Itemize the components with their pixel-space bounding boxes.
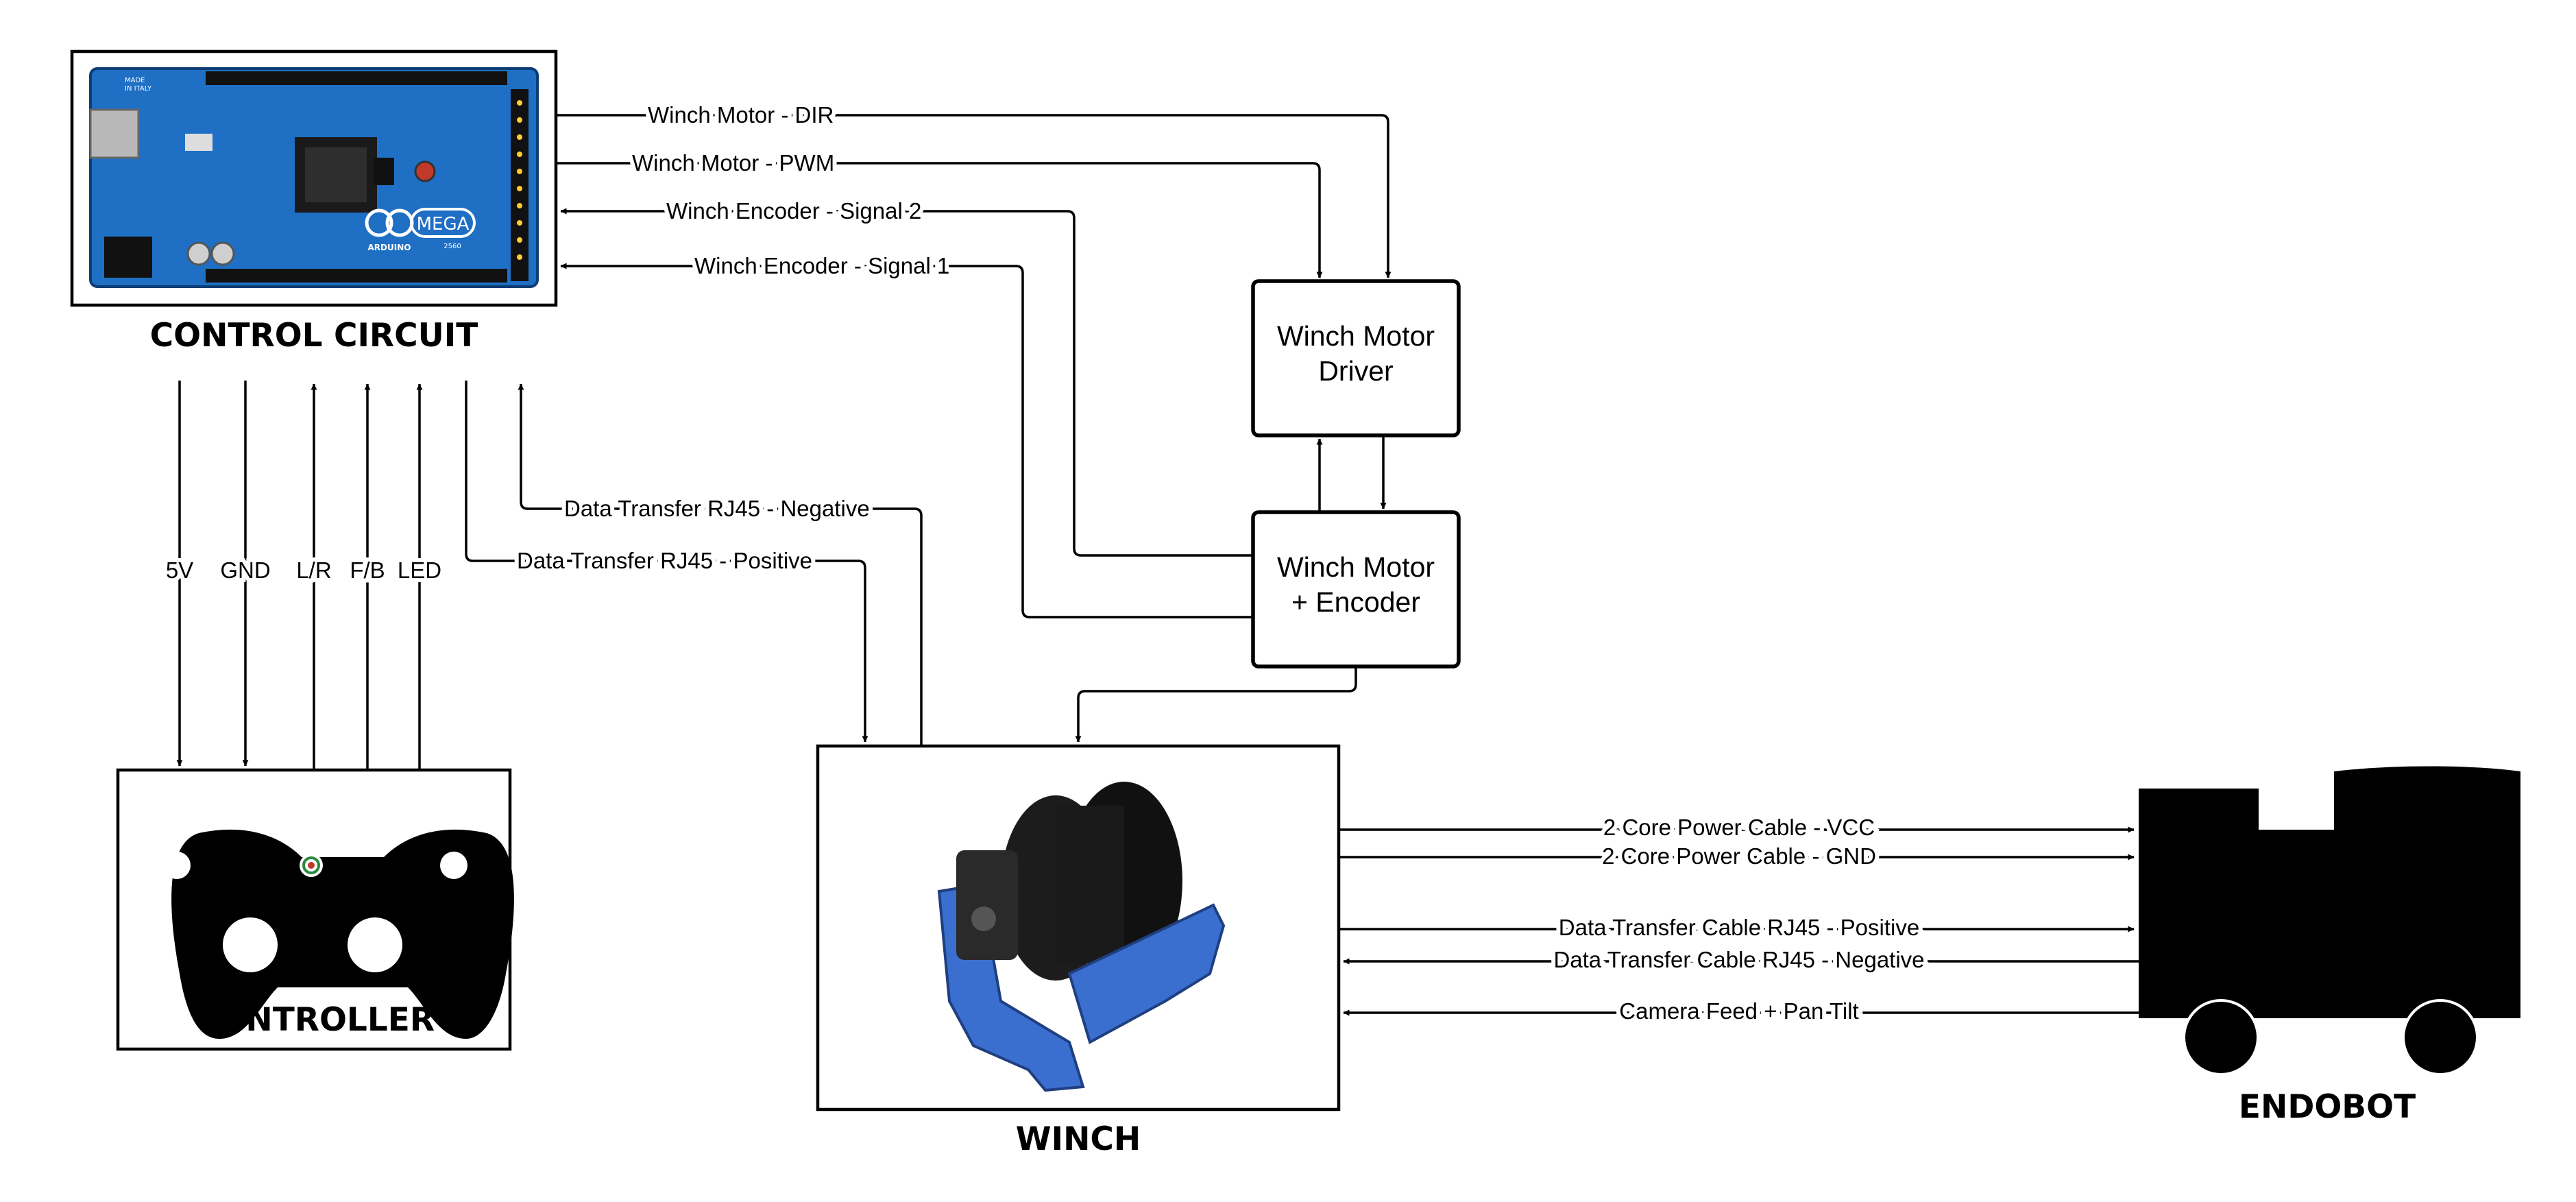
wire-pwm (557, 162, 1323, 278)
label-pwm: Winch Motor - PWM (632, 150, 834, 176)
motor-encoder-node: Winch Motor + Encoder (1251, 510, 1461, 669)
controller-node: CONTROLLER (116, 768, 514, 1051)
board-brand: ARDUINO (368, 243, 411, 252)
winch-node: WINCH (816, 744, 1341, 1158)
label-5v: 5V (166, 557, 193, 583)
label-rj45-negative: Data Transfer RJ45 - Negative (564, 496, 870, 521)
wire-dir (557, 114, 1392, 278)
control-circuit-node: MEGA ARDUINO 2560 MADE IN ITALY CONTROL … (70, 49, 558, 354)
arduino-mega-board-image: MEGA ARDUINO 2560 MADE IN ITALY (89, 67, 539, 288)
label-rj45-positive: Data Transfer RJ45 - Positive (517, 548, 812, 573)
label-enc1: Winch Encoder - Signal 1 (694, 253, 949, 278)
label-enc2: Winch Encoder - Signal 2 (666, 198, 921, 224)
board-sub: 2560 (443, 243, 461, 250)
wire-rj45-positive (465, 381, 868, 743)
control-circuit-title: CONTROL CIRCUIT (150, 317, 478, 354)
label-power-vcc: 2 Core Power Cable - VCC (1603, 815, 1875, 840)
label-camera: Camera Feed + Pan Tilt (1619, 998, 1858, 1024)
label-dir: Winch Motor - DIR (648, 102, 834, 128)
motor-encoder-box (1251, 510, 1461, 669)
endobot-robot-icon (2139, 766, 2520, 1076)
wire-enc1 (560, 263, 1253, 618)
label-fb: F/B (350, 557, 385, 583)
label-led: LED (398, 557, 441, 583)
motor-driver-label-1: Winch Motor (1277, 320, 1435, 352)
gamepad-icon (163, 829, 514, 1039)
board-model: MEGA (417, 214, 470, 235)
board-made-in-1: MADE (125, 77, 145, 84)
controller-title: CONTROLLER (195, 1001, 435, 1039)
label-lr: L/R (296, 557, 331, 583)
motor-driver-node: Winch Motor Driver (1251, 279, 1461, 437)
board-made-in-2: IN ITALY (125, 85, 152, 93)
label-cable-positive: Data Transfer Cable RJ45 - Positive (1559, 915, 1919, 940)
label-power-gnd: 2 Core Power Cable - GND (1602, 843, 1876, 869)
label-cable-negative: Data Transfer Cable RJ45 - Negative (1553, 947, 1924, 972)
endobot-node: ENDOBOT (2139, 766, 2520, 1126)
wire-labels: Winch Motor - DIR Winch Motor - PWM Winc… (162, 98, 1929, 1028)
wire-rj45-negative (518, 383, 923, 746)
endobot-title: ENDOBOT (2239, 1088, 2416, 1126)
motor-driver-label-2: Driver (1318, 355, 1393, 387)
motor-encoder-label-1: Winch Motor (1277, 551, 1435, 583)
wire-enc2 (560, 208, 1253, 557)
motor-encoder-label-2: + Encoder (1291, 586, 1420, 618)
winch-title: WINCH (1016, 1120, 1141, 1158)
motor-driver-box (1251, 279, 1461, 437)
winch-image (937, 782, 1226, 1092)
label-gnd: GND (220, 557, 270, 583)
wire-encoder-to-winch (1075, 668, 1357, 743)
